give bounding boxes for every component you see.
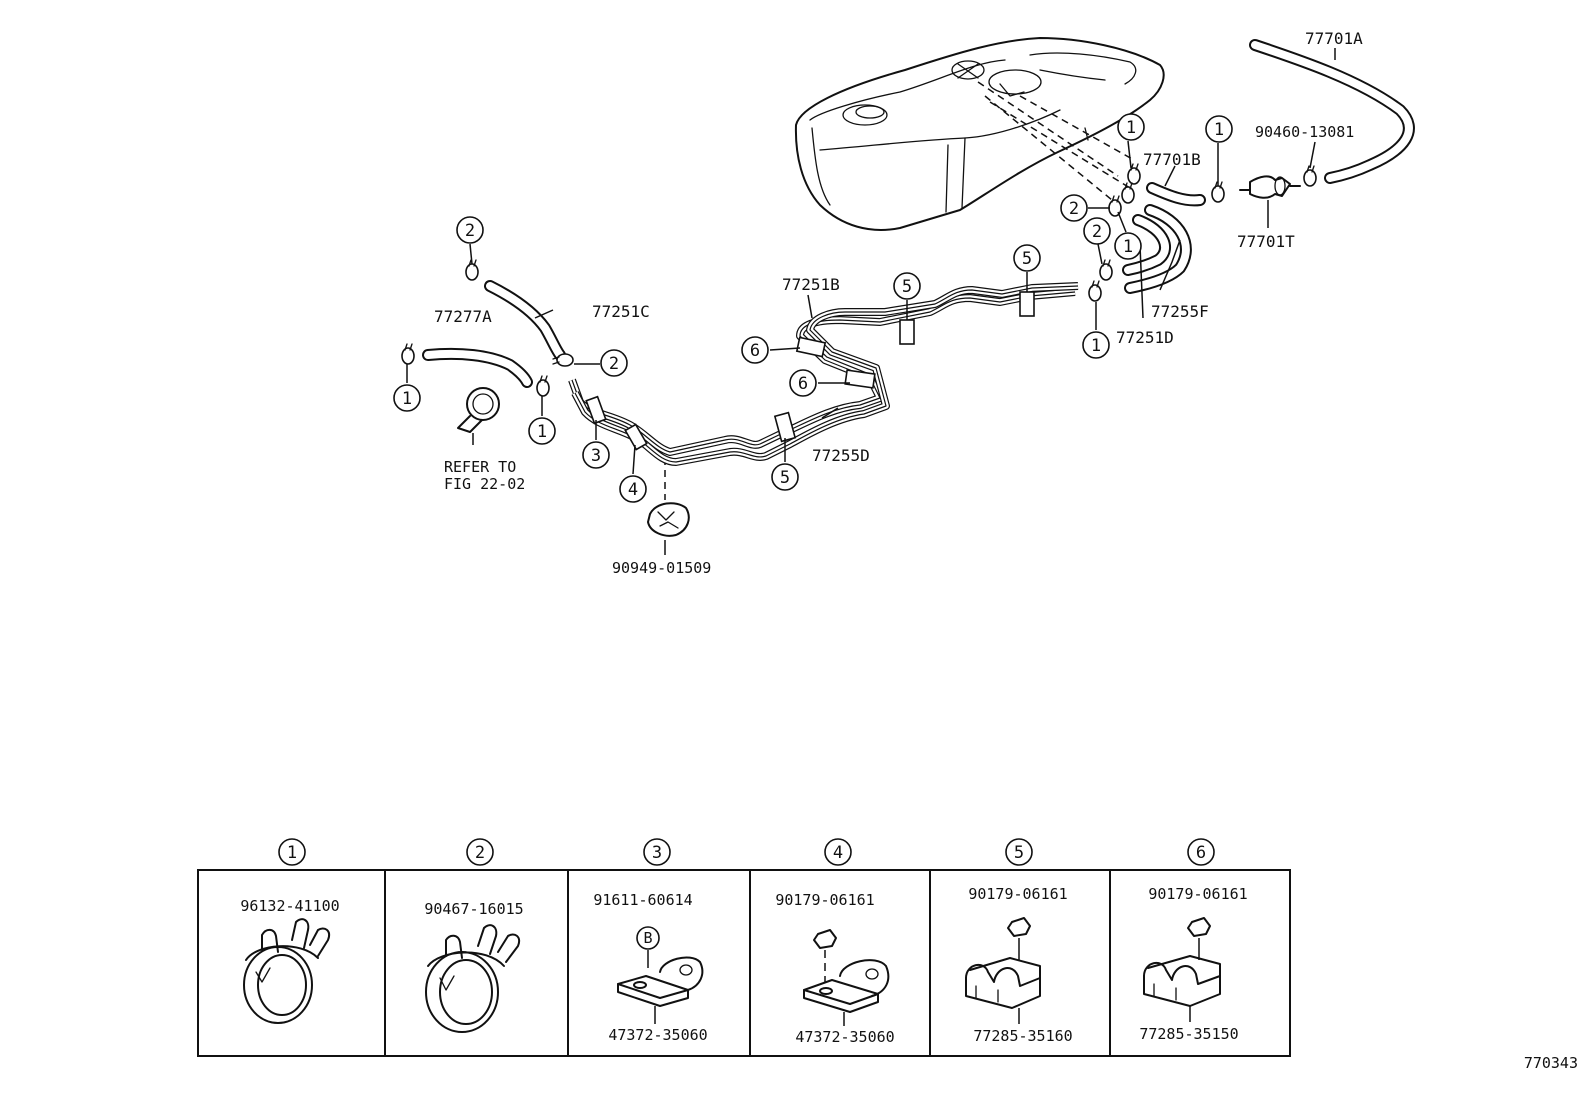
label-90460-13081: 90460-13081	[1255, 123, 1354, 141]
hose-clamp-illustration	[425, 924, 520, 1033]
label-77255D: 77255D	[812, 446, 870, 465]
callout-1: 1	[1082, 331, 1110, 359]
callout-1: 1	[1205, 115, 1233, 143]
callout-1: 1	[528, 417, 556, 445]
callout-4: 4	[619, 475, 647, 503]
hose-77251C	[484, 280, 566, 361]
callouts: 1 1 2 2 1 1 5 5 6 6 5 3 4 2 2 1 1	[393, 113, 1233, 503]
label-refer-to: REFER TO	[444, 458, 516, 476]
legend-table: 1 2 3 4 5 6 96132-41100 90467-16015 9161…	[197, 838, 1291, 1057]
callout-2: 2	[1083, 217, 1111, 245]
legend-header-1: 1	[278, 838, 306, 866]
svg-text:1: 1	[1123, 237, 1133, 257]
svg-text:3: 3	[591, 446, 601, 466]
svg-text:3: 3	[652, 843, 662, 863]
legend-part-6-bottom: 77285-35150	[1139, 1025, 1238, 1043]
svg-text:2: 2	[465, 221, 475, 241]
svg-text:1: 1	[287, 843, 297, 863]
label-fig-22-02: FIG 22-02	[444, 475, 525, 493]
svg-text:1: 1	[1214, 120, 1224, 140]
pipe-clip-illustration	[803, 929, 890, 1026]
svg-text:1: 1	[1091, 336, 1101, 356]
label-77251D: 77251D	[1116, 328, 1174, 347]
fuel-tank	[794, 37, 1165, 231]
label-77251B: 77251B	[782, 275, 840, 294]
legend-part-3-top: 91611-60614	[593, 891, 692, 909]
legend-frame	[197, 869, 1291, 1057]
grommet-90949-01509	[647, 502, 690, 537]
svg-text:5: 5	[902, 277, 912, 297]
svg-text:1: 1	[537, 422, 547, 442]
double-pipe-clamp-illustration	[965, 917, 1041, 1024]
legend-header-5: 5	[1005, 838, 1033, 866]
svg-text:6: 6	[798, 374, 808, 394]
svg-text:2: 2	[475, 843, 485, 863]
svg-text:5: 5	[780, 468, 790, 488]
legend-header-4: 4	[824, 838, 852, 866]
pipe-clip-illustration: B	[617, 926, 704, 1024]
legend-part-1: 96132-41100	[240, 897, 339, 915]
callout-2: 2	[600, 349, 628, 377]
callout-5: 5	[771, 463, 799, 491]
svg-text:5: 5	[1014, 843, 1024, 863]
figure-id: 770343	[1524, 1054, 1578, 1072]
tank-leaders	[664, 81, 1135, 500]
hose-77701A	[1249, 39, 1415, 184]
svg-text:2: 2	[1069, 199, 1079, 219]
fuel-clip	[457, 387, 500, 433]
label-77251C: 77251C	[592, 302, 650, 321]
callout-1: 1	[1114, 232, 1142, 260]
pipe-clamps	[585, 291, 1035, 451]
hose-clamp-illustration	[243, 918, 330, 1024]
label-90949-01509: 90949-01509	[612, 559, 711, 577]
double-pipe-clamp-illustration	[1143, 917, 1221, 1022]
legend-header-3: 3	[643, 838, 671, 866]
callout-1: 1	[1117, 113, 1145, 141]
callout-5: 5	[893, 272, 921, 300]
callout-3: 3	[582, 441, 610, 469]
label-77701B: 77701B	[1143, 150, 1201, 169]
hose-77277A	[422, 347, 533, 388]
leader-lines	[406, 48, 1336, 555]
svg-text:6: 6	[750, 341, 760, 361]
legend-part-5-bottom: 77285-35160	[973, 1027, 1072, 1045]
legend-part-2: 90467-16015	[424, 900, 523, 918]
legend-part-4-bottom: 47372-35060	[795, 1028, 894, 1046]
svg-text:2: 2	[1092, 222, 1102, 242]
svg-text:1: 1	[402, 389, 412, 409]
legend-header-2: 2	[466, 838, 494, 866]
callout-2: 2	[1060, 194, 1088, 222]
svg-text:4: 4	[833, 843, 843, 863]
svg-text:1: 1	[1126, 118, 1136, 138]
svg-text:5: 5	[1022, 249, 1032, 269]
label-77701A: 77701A	[1305, 29, 1363, 48]
hose-77255F	[1124, 204, 1192, 294]
legend-part-3-bottom: 47372-35060	[608, 1026, 707, 1044]
callout-5: 5	[1013, 244, 1041, 272]
legend-header-6: 6	[1187, 838, 1215, 866]
hose-77701B	[1146, 182, 1206, 207]
svg-text:2: 2	[609, 354, 619, 374]
label-77277A: 77277A	[434, 307, 492, 326]
legend-part-6-top: 90179-06161	[1148, 885, 1247, 903]
svg-text:4: 4	[628, 480, 638, 500]
label-77255F: 77255F	[1151, 302, 1209, 321]
hose-77251D	[1122, 214, 1171, 276]
label-77701T: 77701T	[1237, 232, 1295, 251]
callout-6: 6	[741, 336, 769, 364]
part-labels: 77701A 77701B 90460-13081 77701T 77255F …	[434, 29, 1363, 577]
bolt-badge: B	[643, 929, 652, 947]
legend-part-5-top: 90179-06161	[968, 885, 1067, 903]
callout-1: 1	[393, 384, 421, 412]
check-valve-77701T	[1239, 175, 1301, 199]
svg-text:6: 6	[1196, 843, 1206, 863]
callout-2: 2	[456, 216, 484, 244]
legend-part-4-top: 90179-06161	[775, 891, 874, 909]
callout-6: 6	[789, 369, 817, 397]
